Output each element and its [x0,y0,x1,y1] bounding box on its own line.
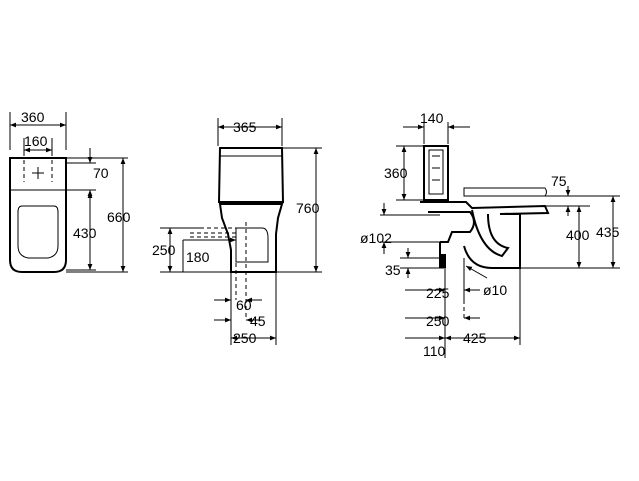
side-bowl-outline [428,211,475,243]
rear-total-height-label: 760 [296,200,320,216]
front-inner-width-label: 160 [24,133,48,149]
front-lower-height-label: 430 [73,225,97,241]
front-offset-label: 70 [93,165,109,181]
side-fixing-diameter-label: ø10 [483,282,507,298]
side-cistern-height-label: 360 [384,165,408,181]
rear-cistern-outline [217,147,285,203]
side-rim-outline [420,201,550,215]
front-total-height-label: 660 [107,209,131,225]
side-wall-dim-label: 110 [423,343,446,359]
side-flush-mechanism [428,149,444,195]
rear-width-label: 365 [233,119,257,135]
side-lid-outline [463,187,547,197]
rear-view: 365 760 250 180 60 45 250 [152,118,322,346]
side-cistern-outline [423,145,449,201]
rear-outlet-dim-a-label: 60 [236,297,252,313]
side-outlet-dim-label: 225 [426,285,450,301]
side-pipe-diameter-label: ø102 [360,230,392,246]
side-fixing-bolt [441,254,446,268]
front-body-outline [9,157,67,273]
side-seat-offset-label: 75 [551,173,567,189]
side-trap-outline [471,209,510,258]
side-outlet-outline [463,245,510,269]
front-fixing-icon [32,167,44,179]
side-foot-outline [502,213,521,269]
side-cistern-width-label: 140 [420,110,444,126]
front-width-label: 360 [21,109,45,125]
side-floor-dim-label: 250 [426,313,450,329]
rear-outlet [235,227,269,263]
rear-outlet-dim-b-label: 45 [250,313,266,329]
front-view: 360 160 70 430 660 [9,109,131,273]
rear-outlet-offset-label: 180 [186,249,210,265]
side-view: 140 360 75 ø102 400 435 35 [360,110,620,359]
rear-outlet-height-label: 250 [152,242,176,258]
side-depth-dim-label: 425 [463,330,487,346]
side-total-height-label: 435 [596,224,620,240]
front-seat-outline [17,205,59,259]
side-seat-height-label: 400 [566,227,590,243]
rear-pedestal-outline [218,203,284,273]
side-outlet-height-label: 35 [385,262,401,278]
rear-base-width-label: 250 [233,330,257,346]
